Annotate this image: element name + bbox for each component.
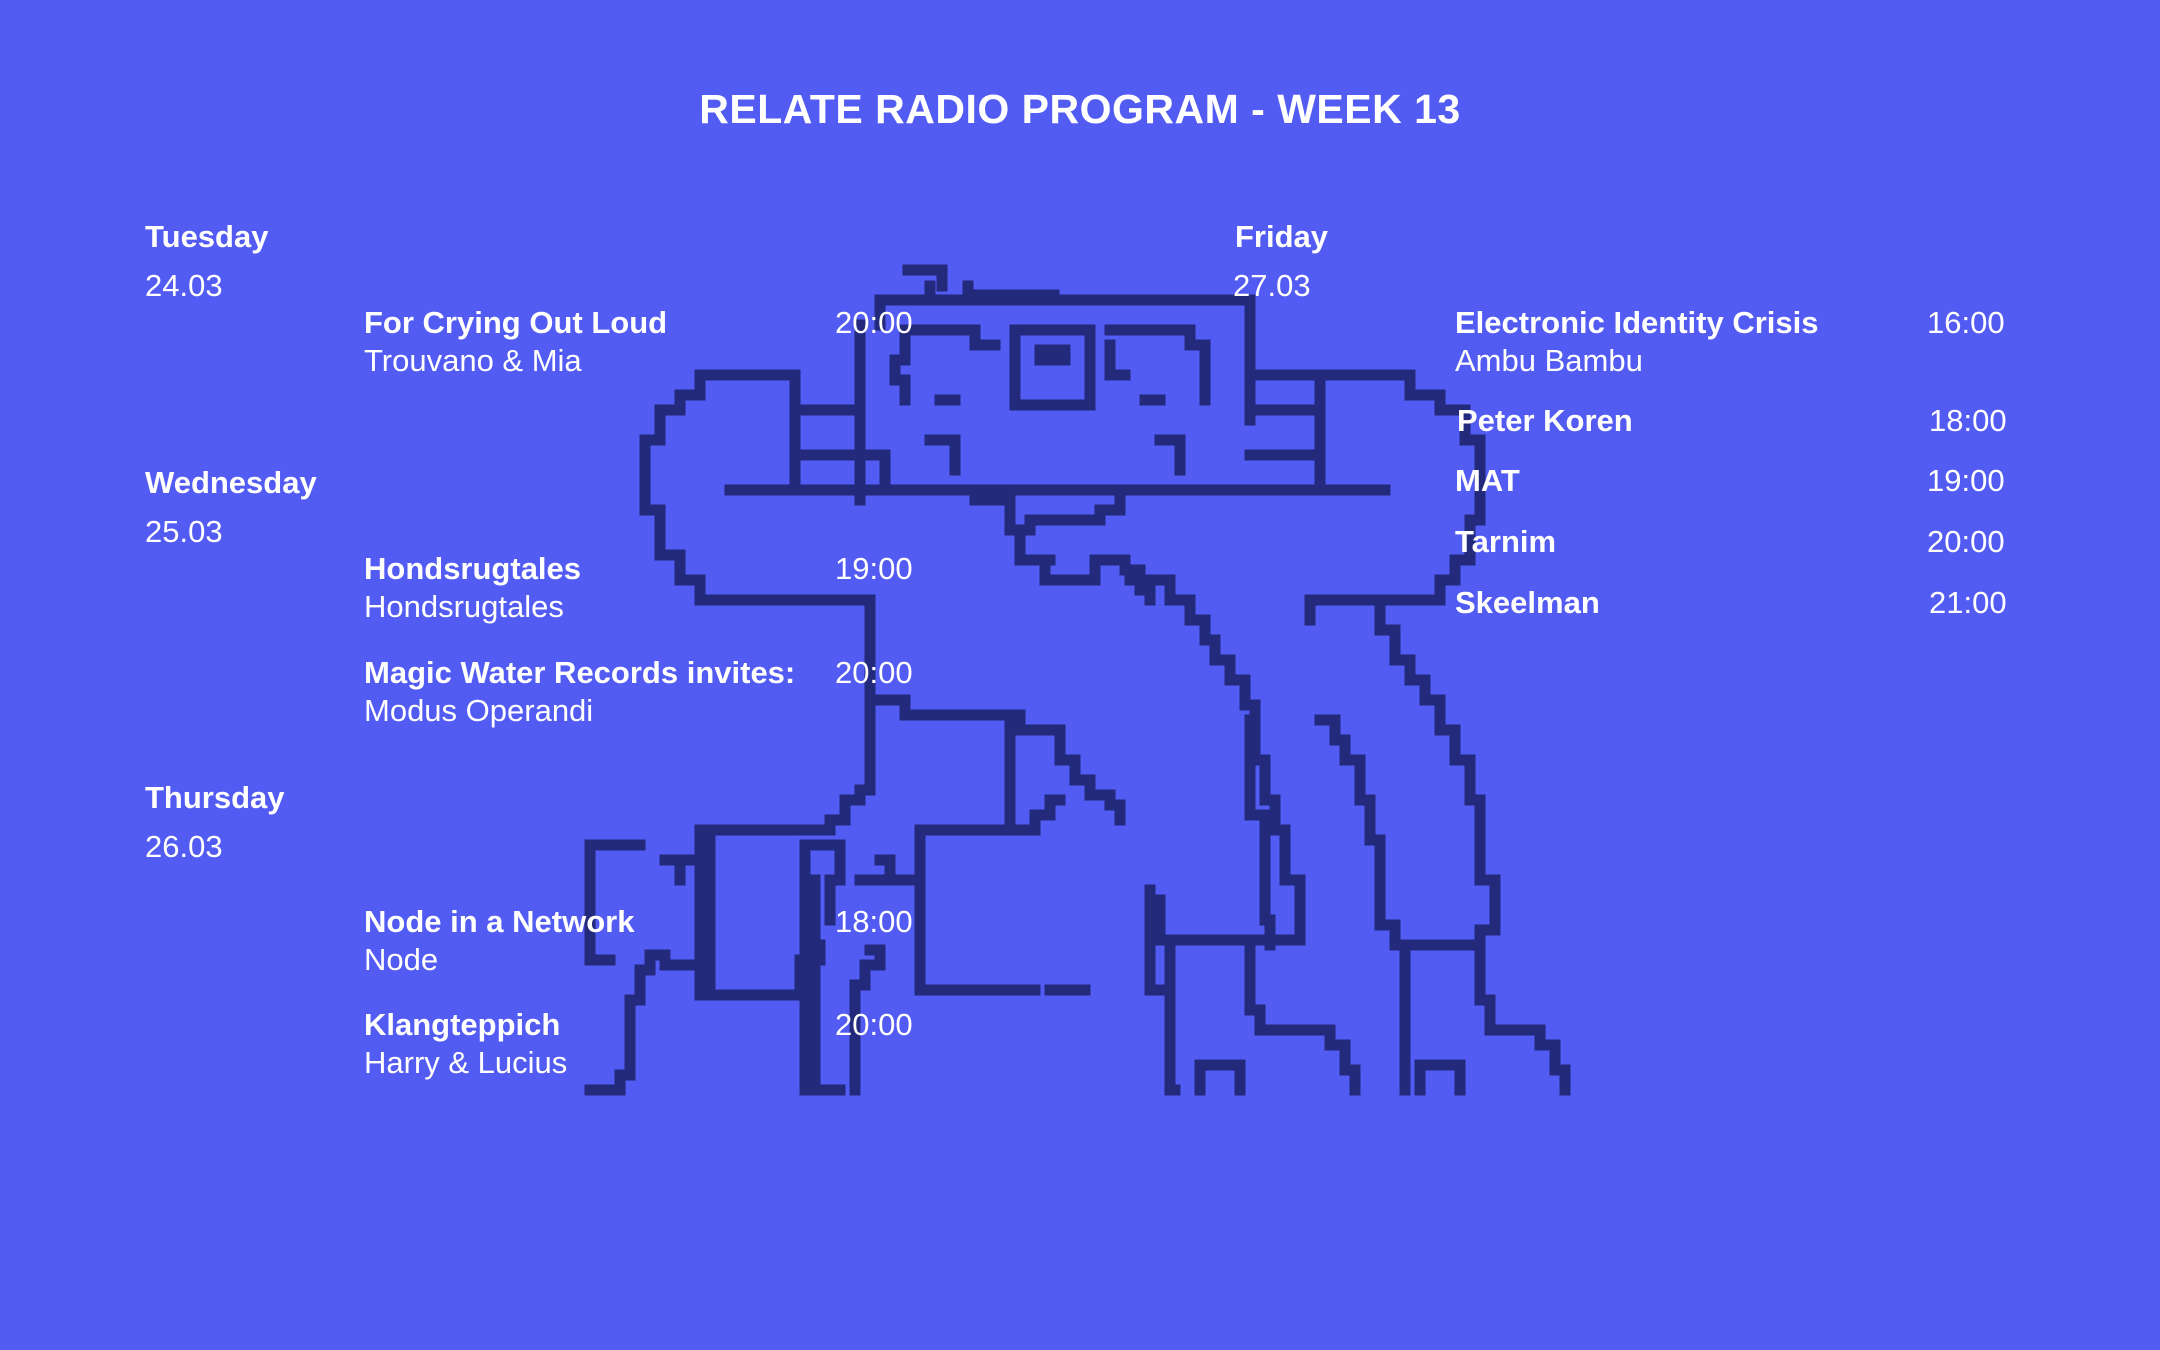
right-headphone-shape xyxy=(1244,369,1486,626)
day-heading-thursday: Thursday xyxy=(145,780,285,815)
date-thursday: 26.03 xyxy=(145,829,223,864)
left-goggle-shape xyxy=(889,324,1001,406)
show-title: Skeelman xyxy=(1455,585,1600,620)
show-title: MAT xyxy=(1455,463,1520,498)
show-host: Node xyxy=(364,942,439,977)
left-earcup-shape xyxy=(789,369,891,491)
mouth-shape xyxy=(969,494,1156,606)
right-foot-shape xyxy=(1414,1059,1466,1096)
body-right-outer xyxy=(1314,594,1501,951)
show-host: Harry & Lucius xyxy=(364,1045,568,1080)
show-title: Magic Water Records invites: xyxy=(364,655,796,690)
date-friday: 27.03 xyxy=(1233,268,1311,303)
date-tuesday: 24.03 xyxy=(145,268,223,303)
right-goggle-shape xyxy=(1104,324,1211,406)
show-time: 19:00 xyxy=(835,551,913,586)
show-host: Ambu Bambu xyxy=(1455,343,1643,378)
left-arm-shape xyxy=(584,839,706,1096)
nose-shape xyxy=(924,434,1186,476)
left-headphone-shape xyxy=(639,369,876,726)
show-time: 21:00 xyxy=(1929,585,2007,620)
arm-shape xyxy=(869,694,1126,836)
show-time: 19:00 xyxy=(1927,463,2005,498)
day-heading-friday: Friday xyxy=(1235,219,1329,254)
day-heading-wednesday: Wednesday xyxy=(145,465,317,500)
belly-inner-line xyxy=(1244,714,1276,951)
show-time: 20:00 xyxy=(835,655,913,690)
show-time: 20:00 xyxy=(835,1007,913,1042)
show-title: Hondsrugtales xyxy=(364,551,582,586)
show-host: Trouvano & Mia xyxy=(364,343,582,378)
day-heading-tuesday: Tuesday xyxy=(145,219,269,254)
center-goggle-shape xyxy=(1009,324,1096,411)
right-leg-shape xyxy=(1394,939,1571,1096)
show-time: 20:00 xyxy=(1927,524,2005,559)
show-host: Hondsrugtales xyxy=(364,589,564,624)
show-title: Tarnim xyxy=(1455,524,1557,559)
belly-line xyxy=(1124,574,1306,946)
show-time: 20:00 xyxy=(835,305,913,340)
show-title: Node in a Network xyxy=(364,904,635,939)
show-title: Klangteppich xyxy=(364,1007,561,1042)
show-title: Electronic Identity Crisis xyxy=(1455,305,1819,340)
show-title: Peter Koren xyxy=(1457,403,1633,438)
show-time: 18:00 xyxy=(835,904,913,939)
show-time: 16:00 xyxy=(1927,305,2005,340)
date-wednesday: 25.03 xyxy=(145,514,223,549)
program-title: RELATE RADIO PROGRAM - WEEK 13 xyxy=(699,86,1461,132)
right-earcup-shape xyxy=(1244,369,1326,491)
left-hand-shape xyxy=(804,839,896,1096)
leg-left-shape xyxy=(854,824,1091,996)
left-foot-shape xyxy=(1164,939,1361,1096)
show-host: Modus Operandi xyxy=(364,693,594,728)
show-time: 18:00 xyxy=(1929,403,2007,438)
show-title: For Crying Out Loud xyxy=(364,305,668,340)
